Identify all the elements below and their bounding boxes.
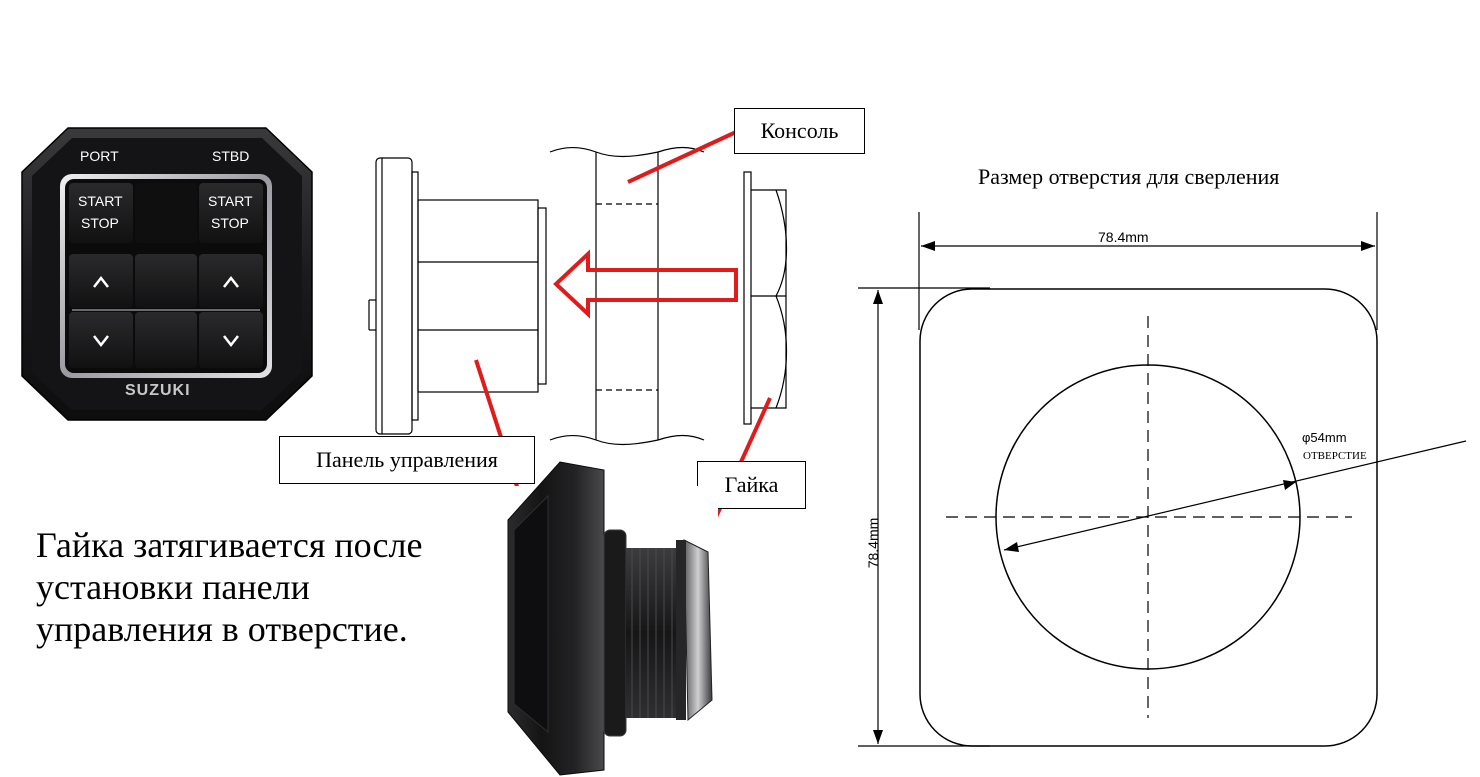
console-callout: Консоль: [734, 108, 865, 154]
nut-outline: [751, 189, 787, 409]
port-start-label: START: [78, 193, 123, 209]
blank-top-key: [135, 183, 197, 243]
width-dimension-label: 78.4mm: [1098, 229, 1149, 245]
arrowhead-icon: [1283, 480, 1296, 490]
arrowhead-icon: [1361, 241, 1375, 251]
stbd-stop-label: STOP: [211, 215, 249, 231]
hole-diameter-label: φ54mm: [1302, 430, 1347, 445]
caption-line-3: управления в отверстие.: [36, 609, 408, 649]
diameter-leader-line: [1003, 440, 1467, 551]
chevron-up-icon: [223, 275, 239, 288]
control-panel-callout: Панель управления: [279, 436, 535, 484]
blank-bottom-key: [135, 312, 197, 368]
console-leader-line: [627, 130, 737, 184]
port-stop-label: STOP: [81, 215, 119, 231]
brand-logo: SUZUKI: [125, 382, 191, 399]
port-label: PORT: [80, 148, 119, 164]
arrowhead-icon: [921, 241, 935, 251]
nut-callout: Гайка: [697, 461, 806, 509]
panel-outline: [919, 288, 1378, 747]
blank-mid-key: [135, 254, 197, 308]
arrowhead-icon: [873, 290, 883, 304]
hole-label: ОТВЕРСТИЕ: [1303, 450, 1367, 462]
chevron-down-icon: [223, 335, 239, 348]
arrowhead-icon: [1004, 542, 1019, 552]
height-dimension-label: 78.4mm: [865, 517, 881, 569]
stbd-trim-down-button: [199, 312, 263, 368]
stbd-start-stop-button: [199, 183, 263, 243]
port-trim-down-button: [69, 312, 133, 368]
assembly-direction-arrow: [553, 249, 738, 319]
stbd-trim-up-button: [199, 254, 263, 308]
port-trim-up-button: [69, 254, 133, 308]
stbd-start-label: START: [208, 193, 253, 209]
caption-line-1: Гайка затягивается после: [36, 525, 423, 565]
console-break-top: [549, 146, 705, 158]
chevron-up-icon: [93, 275, 109, 288]
port-start-stop-button: [69, 183, 133, 243]
caption-line-2: установки панели: [36, 567, 310, 607]
console-break-bottom: [549, 434, 705, 446]
chevron-down-icon: [93, 335, 109, 348]
installation-caption: Гайка затягивается после установки панел…: [36, 524, 466, 650]
arrowhead-icon: [873, 730, 883, 744]
stbd-label: STBD: [212, 148, 250, 164]
washer: [743, 171, 752, 425]
drill-size-title: Размер отверстия для сверления: [978, 164, 1280, 189]
